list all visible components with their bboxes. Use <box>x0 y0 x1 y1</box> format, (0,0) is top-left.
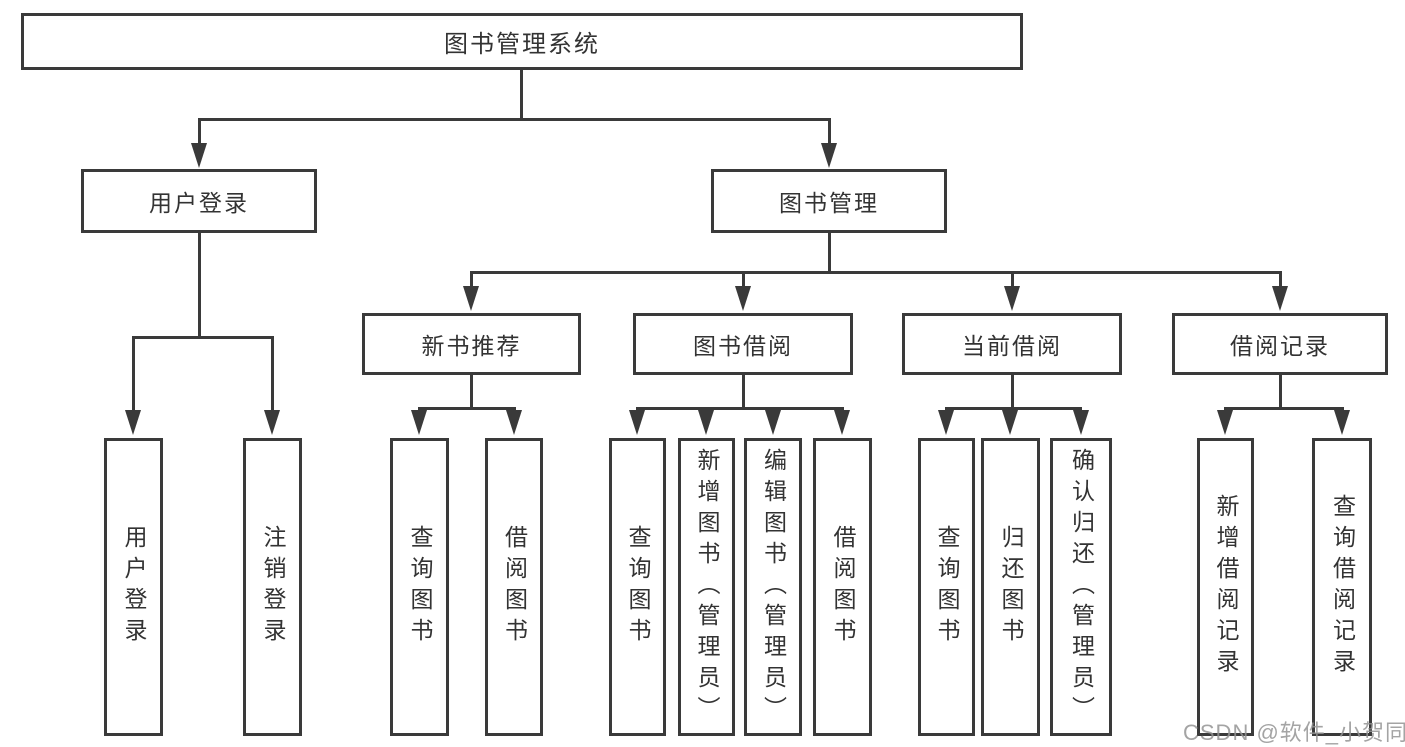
arrow-to-query-book-1 <box>411 410 427 435</box>
node-book-management-label: 图书管理 <box>779 190 879 216</box>
arrow-to-borrow-book-2 <box>834 410 850 435</box>
connector-book-borrow-rail <box>636 407 844 410</box>
leaf-return-book-label: 归还图书 <box>998 525 1024 649</box>
arrow-to-query-borrow-record <box>1333 410 1350 435</box>
node-book-borrow-label: 图书借阅 <box>693 333 793 359</box>
connector-new-book-rail <box>418 407 516 410</box>
leaf-query-book-1-label: 查询图书 <box>407 525 433 649</box>
connector-new-book-stem <box>470 375 473 410</box>
connector-borrow-record-drop <box>1278 271 1282 289</box>
leaf-confirm-return-admin: 确认归还（管理员） <box>1050 438 1112 736</box>
arrow-to-current-borrow <box>1003 286 1020 311</box>
arrow-to-query-book-3 <box>938 410 954 435</box>
node-borrow-record-label: 借阅记录 <box>1230 333 1330 359</box>
arrow-to-leaf-user-login <box>125 410 141 435</box>
leaf-query-book-3-label: 查询图书 <box>934 525 960 649</box>
connector-level3-rail <box>470 271 1282 274</box>
arrow-to-user-login <box>190 143 207 168</box>
connector-new-book-drop <box>470 271 473 289</box>
leaf-query-book-2-label: 查询图书 <box>625 525 651 649</box>
arrow-to-return-book <box>1002 410 1018 435</box>
leaf-borrow-book-1-label: 借阅图书 <box>501 525 528 649</box>
leaf-edit-book-admin-label: 编辑图书（管理员） <box>760 447 787 727</box>
arrow-to-query-book-2 <box>629 410 645 435</box>
node-user-login: 用户登录 <box>81 169 317 233</box>
leaf-add-borrow-record-label: 新增借阅记录 <box>1213 494 1239 680</box>
leaf-borrow-book-1: 借阅图书 <box>485 438 543 736</box>
connector-leaf-logout-drop <box>271 336 274 413</box>
node-root-label: 图书管理系统 <box>444 31 600 58</box>
node-book-management: 图书管理 <box>711 169 947 233</box>
leaf-query-borrow-record-label: 查询借阅记录 <box>1329 494 1356 680</box>
connector-book-borrow-stem <box>741 375 745 410</box>
connector-root-stem <box>520 70 523 120</box>
leaf-query-book-2: 查询图书 <box>609 438 666 736</box>
leaf-add-book-admin: 新增图书（管理员） <box>678 438 735 736</box>
arrow-to-leaf-logout <box>264 410 280 435</box>
connector-borrow-record-rail <box>1224 407 1344 410</box>
connector-level2-rail <box>197 118 831 121</box>
leaf-query-book-1: 查询图书 <box>390 438 449 736</box>
leaf-logout: 注销登录 <box>243 438 302 736</box>
leaf-add-borrow-record: 新增借阅记录 <box>1197 438 1254 736</box>
node-user-login-label: 用户登录 <box>149 190 249 216</box>
node-book-borrow: 图书借阅 <box>633 313 853 375</box>
connector-leaf-user-login-drop <box>132 336 135 413</box>
arrow-to-book-mgmt <box>820 143 837 168</box>
arrow-to-new-book <box>463 286 479 311</box>
arrow-to-add-borrow-record <box>1217 410 1233 435</box>
node-root: 图书管理系统 <box>21 13 1023 70</box>
csdn-watermark: CSDN @软件_小贺同学 <box>1183 720 1405 745</box>
node-new-book-recommend: 新书推荐 <box>362 313 581 375</box>
node-current-borrow-label: 当前借阅 <box>962 333 1062 359</box>
leaf-user-login-label: 用户登录 <box>121 525 147 649</box>
node-new-book-recommend-label: 新书推荐 <box>421 333 522 359</box>
connector-book-mgmt-stem <box>827 233 831 274</box>
connector-current-borrow-drop <box>1010 271 1014 289</box>
leaf-return-book: 归还图书 <box>981 438 1040 736</box>
connector-user-login-stem <box>197 233 201 338</box>
leaf-confirm-return-admin-label: 确认归还（管理员） <box>1068 447 1095 727</box>
leaf-add-book-admin-label: 新增图书（管理员） <box>694 447 720 727</box>
leaf-query-book-3: 查询图书 <box>918 438 975 736</box>
leaf-query-borrow-record: 查询借阅记录 <box>1312 438 1372 736</box>
arrow-to-borrow-book-1 <box>505 410 522 435</box>
connector-book-borrow-drop <box>741 271 745 289</box>
arrow-to-add-book <box>698 410 714 435</box>
connector-user-login-rail <box>132 336 274 339</box>
arrow-to-book-borrow <box>734 286 751 311</box>
connector-borrow-record-stem <box>1278 375 1282 410</box>
node-current-borrow: 当前借阅 <box>902 313 1122 375</box>
arrow-to-edit-book <box>764 410 781 435</box>
leaf-logout-label: 注销登录 <box>260 525 286 649</box>
leaf-borrow-book-2-label: 借阅图书 <box>830 525 856 649</box>
connector-user-login-drop <box>197 118 201 146</box>
leaf-edit-book-admin: 编辑图书（管理员） <box>744 438 802 736</box>
leaf-borrow-book-2: 借阅图书 <box>813 438 872 736</box>
connector-book-mgmt-drop <box>827 118 831 146</box>
leaf-user-login: 用户登录 <box>104 438 163 736</box>
connector-current-borrow-stem <box>1010 375 1014 410</box>
node-borrow-record: 借阅记录 <box>1172 313 1388 375</box>
connector-current-borrow-rail <box>945 407 1082 410</box>
arrow-to-confirm-return <box>1072 410 1089 435</box>
arrow-to-borrow-record <box>1271 286 1288 311</box>
